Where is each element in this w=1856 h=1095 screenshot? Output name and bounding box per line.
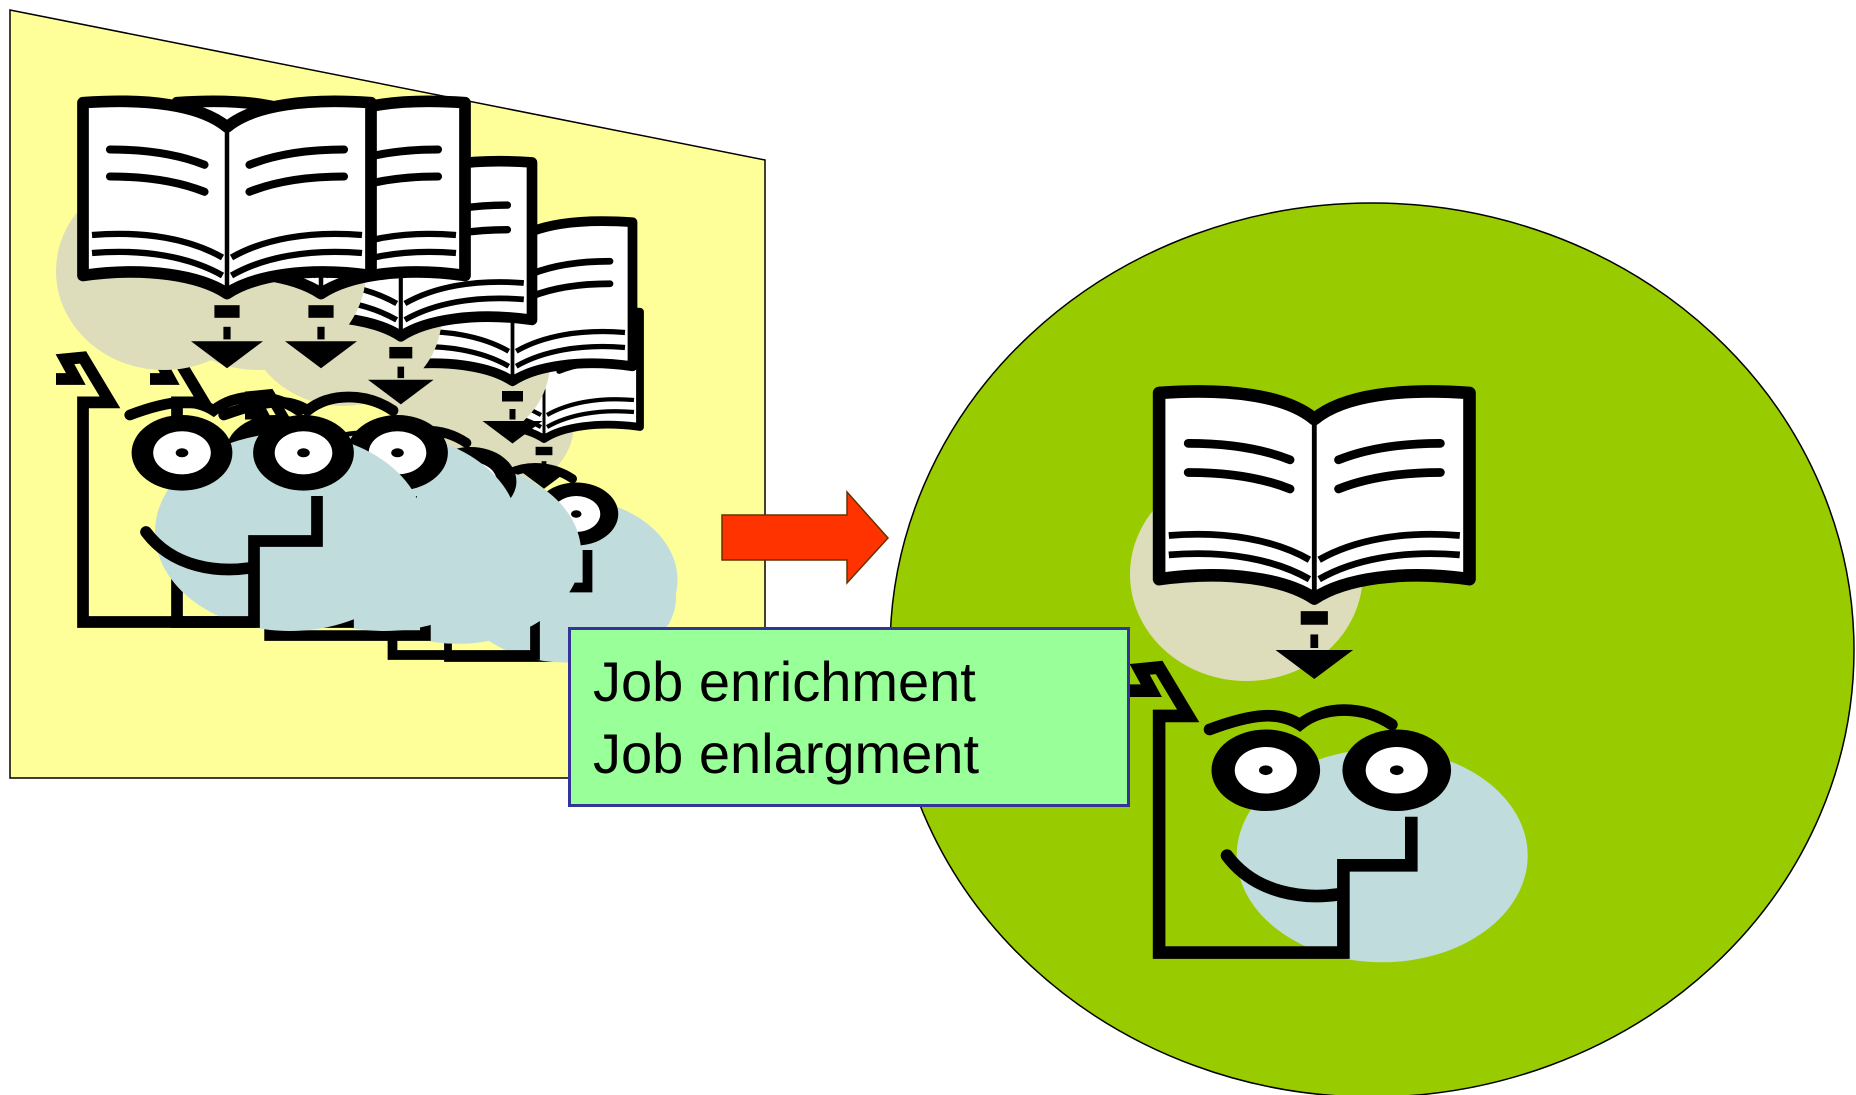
- label-job-enlargement: Job enlargment: [593, 722, 980, 785]
- job-design-label-box: Job enrichment Job enlargment: [568, 627, 1130, 807]
- arrow-right-icon: [721, 490, 890, 585]
- label-job-enrichment: Job enrichment: [593, 650, 976, 713]
